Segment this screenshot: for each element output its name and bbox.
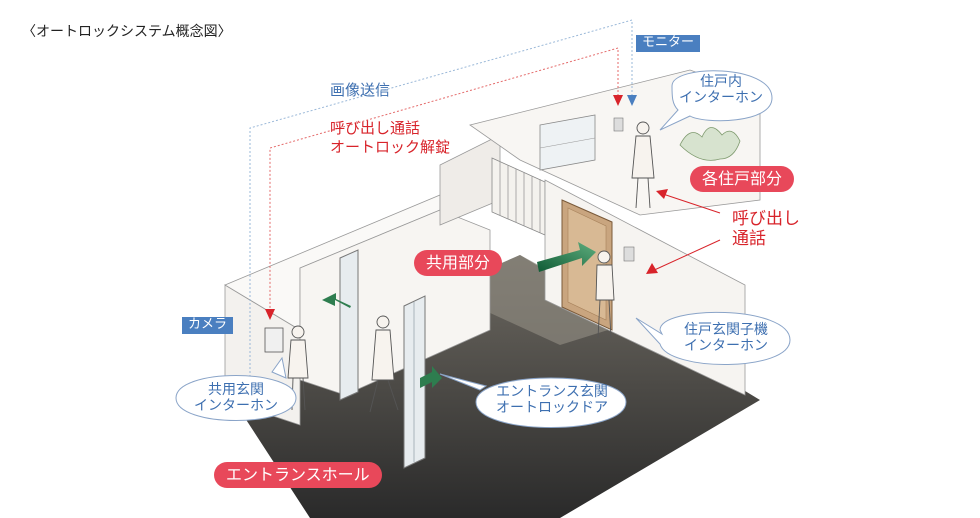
person-walking [369,315,399,413]
zone-each-unit: 各住戸部分 [690,166,795,193]
person-unit [631,121,655,209]
bubble-unit-interphone-line1: 住戸内 [700,74,742,90]
zone-common-area: 共用部分 [414,250,503,277]
bubble-common-interphone [175,356,297,421]
person-door [595,250,615,339]
side-call-line1: 呼び出し [732,209,800,229]
red-arrowhead-monitor [613,95,623,106]
call-label-line1: 呼び出し通話 [330,119,421,137]
green-arrow-inner [322,293,351,308]
bubble-door-interphone-line2: インターホン [684,338,768,355]
call-signal-line [269,47,619,310]
side-call-line2: 通話 [732,229,766,249]
bubble-entrance-door [439,373,627,428]
red-arrowhead-unit [656,189,668,199]
entrance-panel [264,327,284,353]
inner-door-left [339,249,359,401]
bubble-door-interphone [635,311,791,365]
green-arrow-common [537,242,596,272]
green-arrow-entrance [420,366,442,388]
bubble-door-interphone-line1: 住戸玄関子機 [684,322,768,338]
monitor-label: モニター [636,35,701,52]
diagram-title: 〈オートロックシステム概念図〉 [22,24,232,40]
unit-window [539,114,596,171]
bubble-common-interphone-text: 共用玄関 インターホン [184,382,288,414]
plant [679,127,741,161]
bubble-entrance-door-line1: エントランス玄関 [496,384,608,400]
bubble-unit-interphone-line2: インターホン [679,90,763,107]
bubble-unit-interphone [659,70,773,131]
bubble-door-interphone-text: 住戸玄関子機 インターホン [668,322,784,354]
zone-entrance-hall: エントランスホール [214,462,382,489]
bubble-unit-interphone-text: 住戸内 インターホン [676,74,766,106]
bubble-entrance-door-text: エントランス玄関 オートロックドア [484,384,620,416]
red-arrowhead-camera [265,309,275,320]
image-signal-line [249,19,633,392]
person-panel [287,325,309,411]
red-arrowhead-door [646,263,658,274]
image-transmission-label: 画像送信 [330,81,391,99]
blue-arrowhead-monitor [627,95,637,106]
bubble-common-interphone-line2: インターホン [194,398,278,415]
bubble-common-interphone-line1: 共用玄関 [208,382,264,398]
bubble-entrance-door-line2: オートロックドア [496,400,608,417]
call-label-line2: オートロック解錠 [330,138,451,156]
camera-label: カメラ [182,317,234,334]
